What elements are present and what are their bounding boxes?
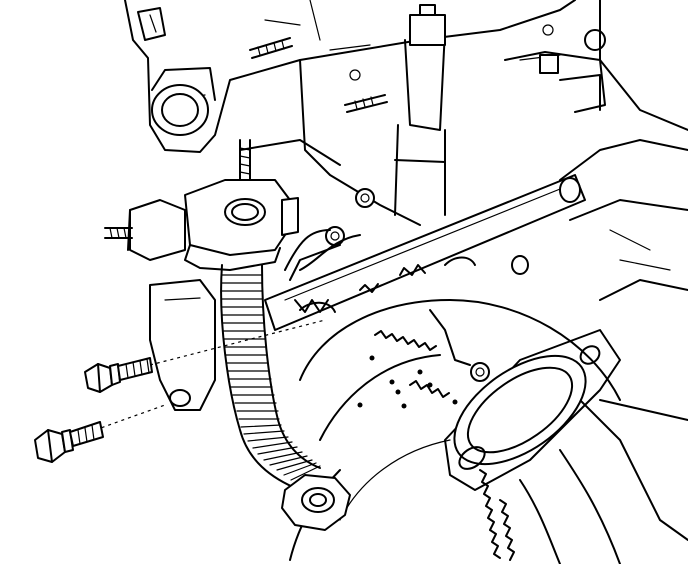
upper-bolt: [84, 319, 326, 393]
tube-fitting: [444, 329, 621, 564]
support-bracket: [264, 174, 586, 331]
corrugated-pipe: [220, 264, 351, 531]
lower-bolt: [34, 404, 166, 463]
outlet-flange: [104, 139, 299, 271]
right-housing: [559, 139, 688, 541]
engine-block: [124, 0, 688, 246]
left-mount: [149, 279, 216, 411]
wire-detail: [294, 234, 361, 313]
